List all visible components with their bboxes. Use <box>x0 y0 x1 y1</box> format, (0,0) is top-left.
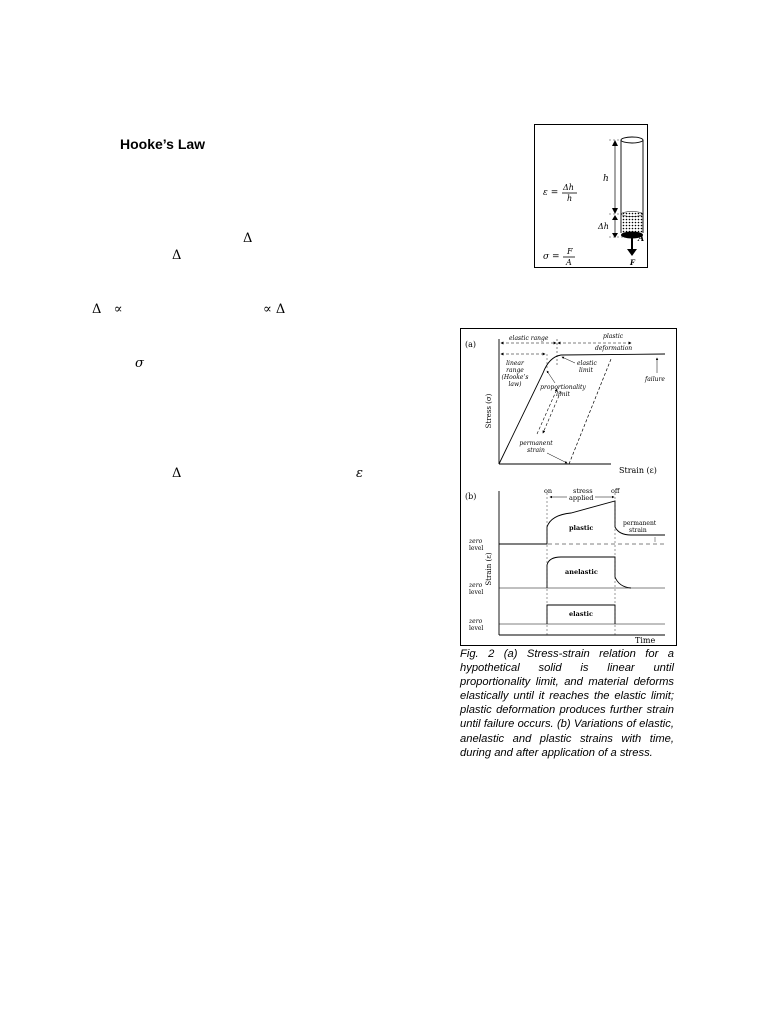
panel-b-xlabel: Time <box>635 636 655 645</box>
plastic-label-2: deformation <box>595 345 632 352</box>
linear-range-line-1: linear <box>506 360 525 367</box>
stress-applied-line-1: stress <box>573 487 593 495</box>
label-F: F <box>629 258 636 267</box>
failure-label: failure <box>644 376 665 383</box>
linear-range-line-4: law) <box>509 381 523 388</box>
strain-formula-lhs: ε = <box>543 188 558 198</box>
epsilon-symbol: ε <box>356 466 363 481</box>
plastic-label-1: plastic <box>603 333 624 340</box>
delta-symbol: Δ <box>243 231 253 246</box>
zero-level-1-line-2: level <box>469 545 483 552</box>
elastic-curve-label: elastic <box>569 610 593 618</box>
delta-symbol: Δ <box>172 466 182 481</box>
on-label: on <box>544 487 552 495</box>
sigma-symbol: σ <box>135 356 144 371</box>
zero-level-2-line-1: zero <box>468 582 483 589</box>
zero-level-3-line-2: level <box>469 625 483 632</box>
proportional-delta-symbols: ∝ Δ <box>263 302 286 317</box>
strain-formula-denominator: h <box>567 194 572 203</box>
delta-proportional-symbols: Δ ∝ <box>92 302 123 317</box>
linear-range-line-3: (Hooke’s <box>502 374 529 381</box>
delta-symbol: Δ <box>172 248 182 263</box>
figure-1-rod: ε = Δh h σ = F A h Δh A F <box>534 124 648 268</box>
panel-b-ylabel: Strain (ε) <box>485 552 493 585</box>
section-heading: Hooke’s Law <box>120 136 206 152</box>
anelastic-curve-label: anelastic <box>565 568 598 576</box>
permanent-strain-a-line-1: permanent <box>519 440 553 447</box>
elastic-range-label: elastic range <box>509 335 549 342</box>
stress-strain-diagram: (a) Stress (σ) Strain (ε) elastic range … <box>465 333 665 645</box>
panel-b-tag: (b) <box>465 492 476 501</box>
label-delta-h: Δh <box>597 222 609 231</box>
panel-a-tag: (a) <box>465 340 476 349</box>
permanent-strain-a-line-2: strain <box>527 447 545 454</box>
panel-a-ylabel: Stress (σ) <box>485 393 493 428</box>
off-label: off <box>611 487 621 495</box>
zero-level-3-line-1: zero <box>468 618 483 625</box>
proportionality-limit-line-2: limit <box>556 391 570 398</box>
figure-2-stress-strain: (a) Stress (σ) Strain (ε) elastic range … <box>460 328 677 646</box>
figure-2-caption: Fig. 2 (a) Stress-strain relation for a … <box>460 648 674 759</box>
panel-a-xlabel: Strain (ε) <box>619 466 657 475</box>
elastic-limit-line-2: limit <box>579 367 593 374</box>
proportionality-limit-line-1: proportionality <box>540 384 586 391</box>
stress-formula-numerator: F <box>566 247 573 256</box>
elastic-limit-line-1: elastic <box>577 360 597 367</box>
force-arrow-icon <box>627 249 637 256</box>
strain-formula-numerator: Δh <box>562 183 574 192</box>
stress-applied-line-2: applied <box>569 494 593 502</box>
plastic-curve-label: plastic <box>569 524 593 532</box>
label-h: h <box>603 174 609 184</box>
permanent-strain-b-line-2: strain <box>629 527 647 534</box>
label-A: A <box>637 233 644 243</box>
zero-level-1-line-1: zero <box>468 538 483 545</box>
stress-formula-denominator: A <box>565 258 572 267</box>
zero-level-2-line-2: level <box>469 589 483 596</box>
linear-range-line-2: range <box>506 367 524 374</box>
permanent-strain-b-line-1: permanent <box>623 520 657 527</box>
rod-diagram: ε = Δh h σ = F A h Δh A F <box>543 136 644 267</box>
stress-formula-lhs: σ = <box>543 252 560 262</box>
